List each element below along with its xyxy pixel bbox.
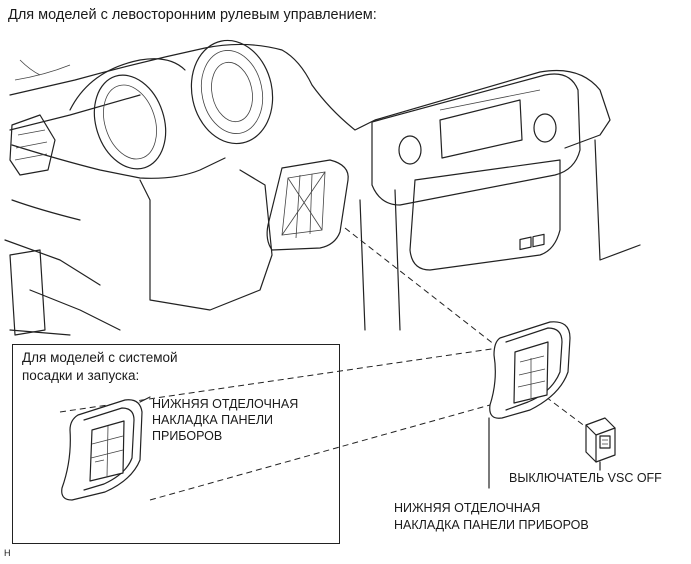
inset-panel-label: НИЖНЯЯ ОТДЕЛОЧНАЯ НАКЛАДКА ПАНЕЛИ ПРИБОР… <box>152 396 298 444</box>
main-panel-label: НИЖНЯЯ ОТДЕЛОЧНАЯ НАКЛАДКА ПАНЕЛИ ПРИБОР… <box>394 500 589 534</box>
dashboard-outline <box>4 43 611 336</box>
inset-label-line1: НИЖНЯЯ ОТДЕЛОЧНАЯ <box>152 397 299 411</box>
left-vent <box>9 114 56 176</box>
lower-dash-panel <box>9 169 273 336</box>
main-finish-panel <box>489 233 571 419</box>
vsc-switch-label: ВЫКЛЮЧАТЕЛЬ VSC OFF <box>509 471 662 485</box>
inset-label-line3: ПРИБОРОВ <box>152 429 223 443</box>
center-console <box>359 73 641 331</box>
inset-finish-panel <box>61 396 151 501</box>
figure-code: H <box>4 548 11 558</box>
instrument-gauges <box>69 39 274 170</box>
inset-title-line2: посадки и запуска: <box>22 368 140 383</box>
inset-label-line2: НАКЛАДКА ПАНЕЛИ <box>152 413 274 427</box>
inset-title: Для моделей с системой посадки и запуска… <box>22 349 178 385</box>
diagram-heading: Для моделей с левосторонним рулевым упра… <box>8 7 377 23</box>
inset-title-line1: Для моделей с системой <box>22 350 178 365</box>
leader-lines <box>488 417 601 489</box>
inset-frame <box>12 344 340 544</box>
main-label-line1: НИЖНЯЯ ОТДЕЛОЧНАЯ <box>394 501 541 515</box>
switch-panel-opening <box>266 159 349 251</box>
main-label-line2: НАКЛАДКА ПАНЕЛИ ПРИБОРОВ <box>394 518 589 532</box>
vsc-off-switch <box>585 417 616 463</box>
